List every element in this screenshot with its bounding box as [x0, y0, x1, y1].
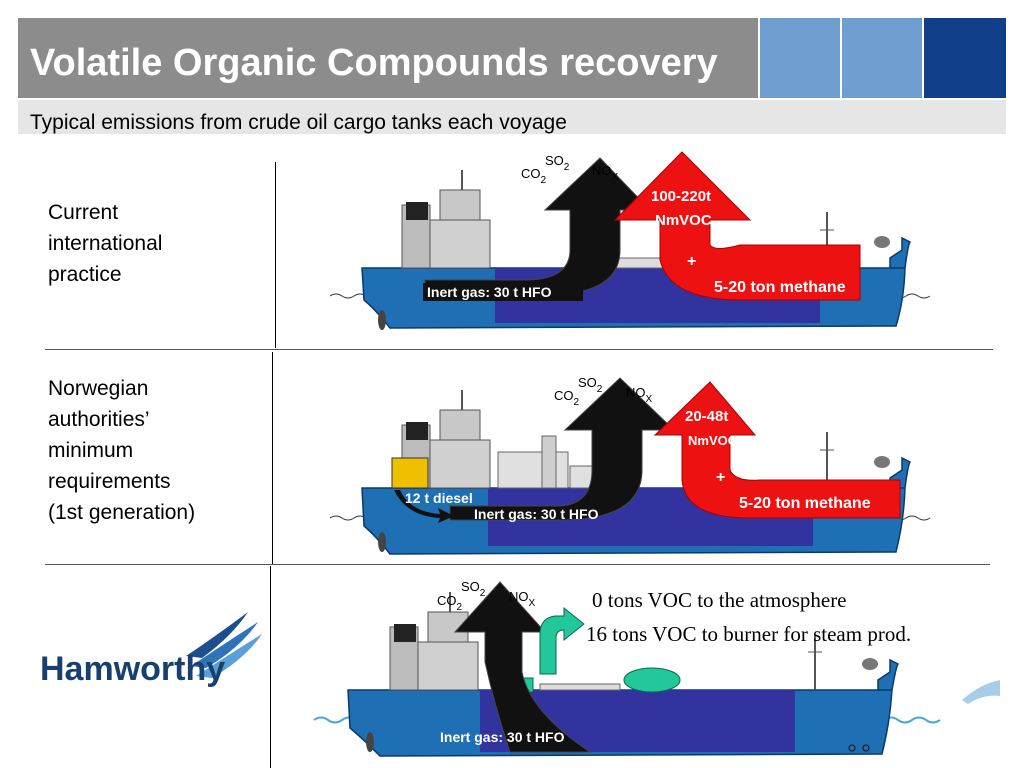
voc-plus: +	[687, 253, 696, 270]
fore-mast	[820, 432, 890, 488]
hamworthy-logo: Hamworthy	[40, 612, 262, 688]
deck-piping	[539, 683, 621, 691]
row1-ship-diagram: Inert gas: 30 t HFO 100-220t NmVOC + 5-2…	[330, 151, 931, 330]
propeller-icon	[378, 532, 386, 552]
row2-label-line1: Norwegian	[48, 377, 149, 400]
voc-amount: 100-220t	[651, 188, 711, 205]
row1-label-line1: Current	[48, 201, 119, 224]
diesel-label: 12 t diesel	[405, 490, 473, 506]
row-label-norwegian: Norwegian authorities’ minimum requireme…	[48, 373, 195, 528]
row2-label-line5: (1st generation)	[48, 501, 196, 524]
row1-label-line2: international	[48, 232, 163, 255]
svg-text:SO2: SO2	[461, 579, 486, 599]
voc-unit: NmVOC	[688, 433, 738, 448]
voc-plant	[497, 435, 631, 489]
svg-text:NOX: NOX	[626, 385, 653, 405]
voc-arrow	[613, 151, 861, 301]
propeller-icon	[378, 310, 386, 330]
page-title: Volatile Organic Compounds recovery	[30, 42, 718, 84]
recovery-arrow	[539, 606, 585, 675]
header-block-light-1	[760, 18, 840, 98]
inert-gas-label: Inert gas: 30 t HFO	[474, 506, 599, 522]
voc-amount: 20-48t	[685, 408, 728, 425]
row3-ship-diagram: Inert gas: 30 t HFO 0 tons VOC to the at…	[313, 579, 1000, 757]
inert-gas-label-bg	[423, 283, 583, 301]
row2-label-line4: requirements	[48, 470, 171, 493]
row-label-current: Current international practice	[48, 197, 162, 290]
svg-text:NOX: NOX	[592, 163, 619, 183]
divider-horizontal-2	[45, 564, 990, 565]
superstructure	[401, 170, 491, 269]
title-bar: Volatile Organic Compounds recovery	[18, 18, 758, 98]
superstructure	[389, 592, 479, 691]
diesel-arrow	[394, 490, 454, 523]
subtitle-bar: Typical emissions from crude oil cargo t…	[18, 100, 1006, 134]
svg-text:CO2: CO2	[437, 593, 463, 613]
divider-vertical-1	[275, 162, 276, 348]
voc-burner-text: 16 tons VOC to burner for steam prod.	[586, 622, 911, 646]
hamworthy-logo-text: Hamworthy	[40, 650, 225, 688]
page-subtitle: Typical emissions from crude oil cargo t…	[30, 111, 567, 134]
emission-labels: CO2 SO2 NOX	[554, 375, 653, 408]
porthole-icons	[848, 744, 870, 752]
hamworthy-wave-icon	[186, 612, 262, 678]
svg-text:SO2: SO2	[578, 375, 603, 395]
row2-label-line2: authorities’	[48, 408, 150, 431]
wave-watermark-icon	[962, 680, 1000, 704]
methane-label: 5-20 ton methane	[739, 495, 871, 512]
svg-text:SO2: SO2	[545, 153, 570, 173]
voc-storage-tank	[623, 667, 681, 693]
emission-labels: CO2 SO2 NOX	[521, 153, 619, 186]
engine-room-unit	[391, 457, 429, 489]
voc-plus: +	[716, 469, 725, 486]
divider-horizontal-1	[45, 349, 993, 350]
row2-ship-diagram: 12 t diesel Inert gas: 30 t HFO 20-48t N…	[330, 375, 931, 555]
svg-text:CO2: CO2	[521, 166, 547, 186]
row1-label-line3: practice	[48, 263, 122, 286]
header-block-light-2	[842, 18, 922, 98]
svg-text:NOX: NOX	[509, 589, 536, 609]
inert-gas-label: Inert gas: 30 t HFO	[440, 729, 565, 745]
divider-vertical-2	[272, 352, 273, 564]
fore-mast	[808, 634, 878, 690]
header-block-dark	[924, 18, 1006, 98]
voc-atmosphere-text: 0 tons VOC to the atmosphere	[592, 588, 847, 612]
voc-arrow	[653, 381, 901, 519]
svg-text:CO2: CO2	[554, 388, 580, 408]
propeller-icon	[366, 732, 374, 752]
methane-label: 5-20 ton methane	[714, 279, 846, 296]
emission-labels: CO2 SO2 NOX	[437, 579, 536, 613]
row2-label-line3: minimum	[48, 439, 134, 462]
divider-vertical-3	[270, 566, 271, 768]
voc-unit: NmVOC	[655, 212, 712, 229]
inert-gas-label: Inert gas: 30 t HFO	[427, 284, 552, 300]
